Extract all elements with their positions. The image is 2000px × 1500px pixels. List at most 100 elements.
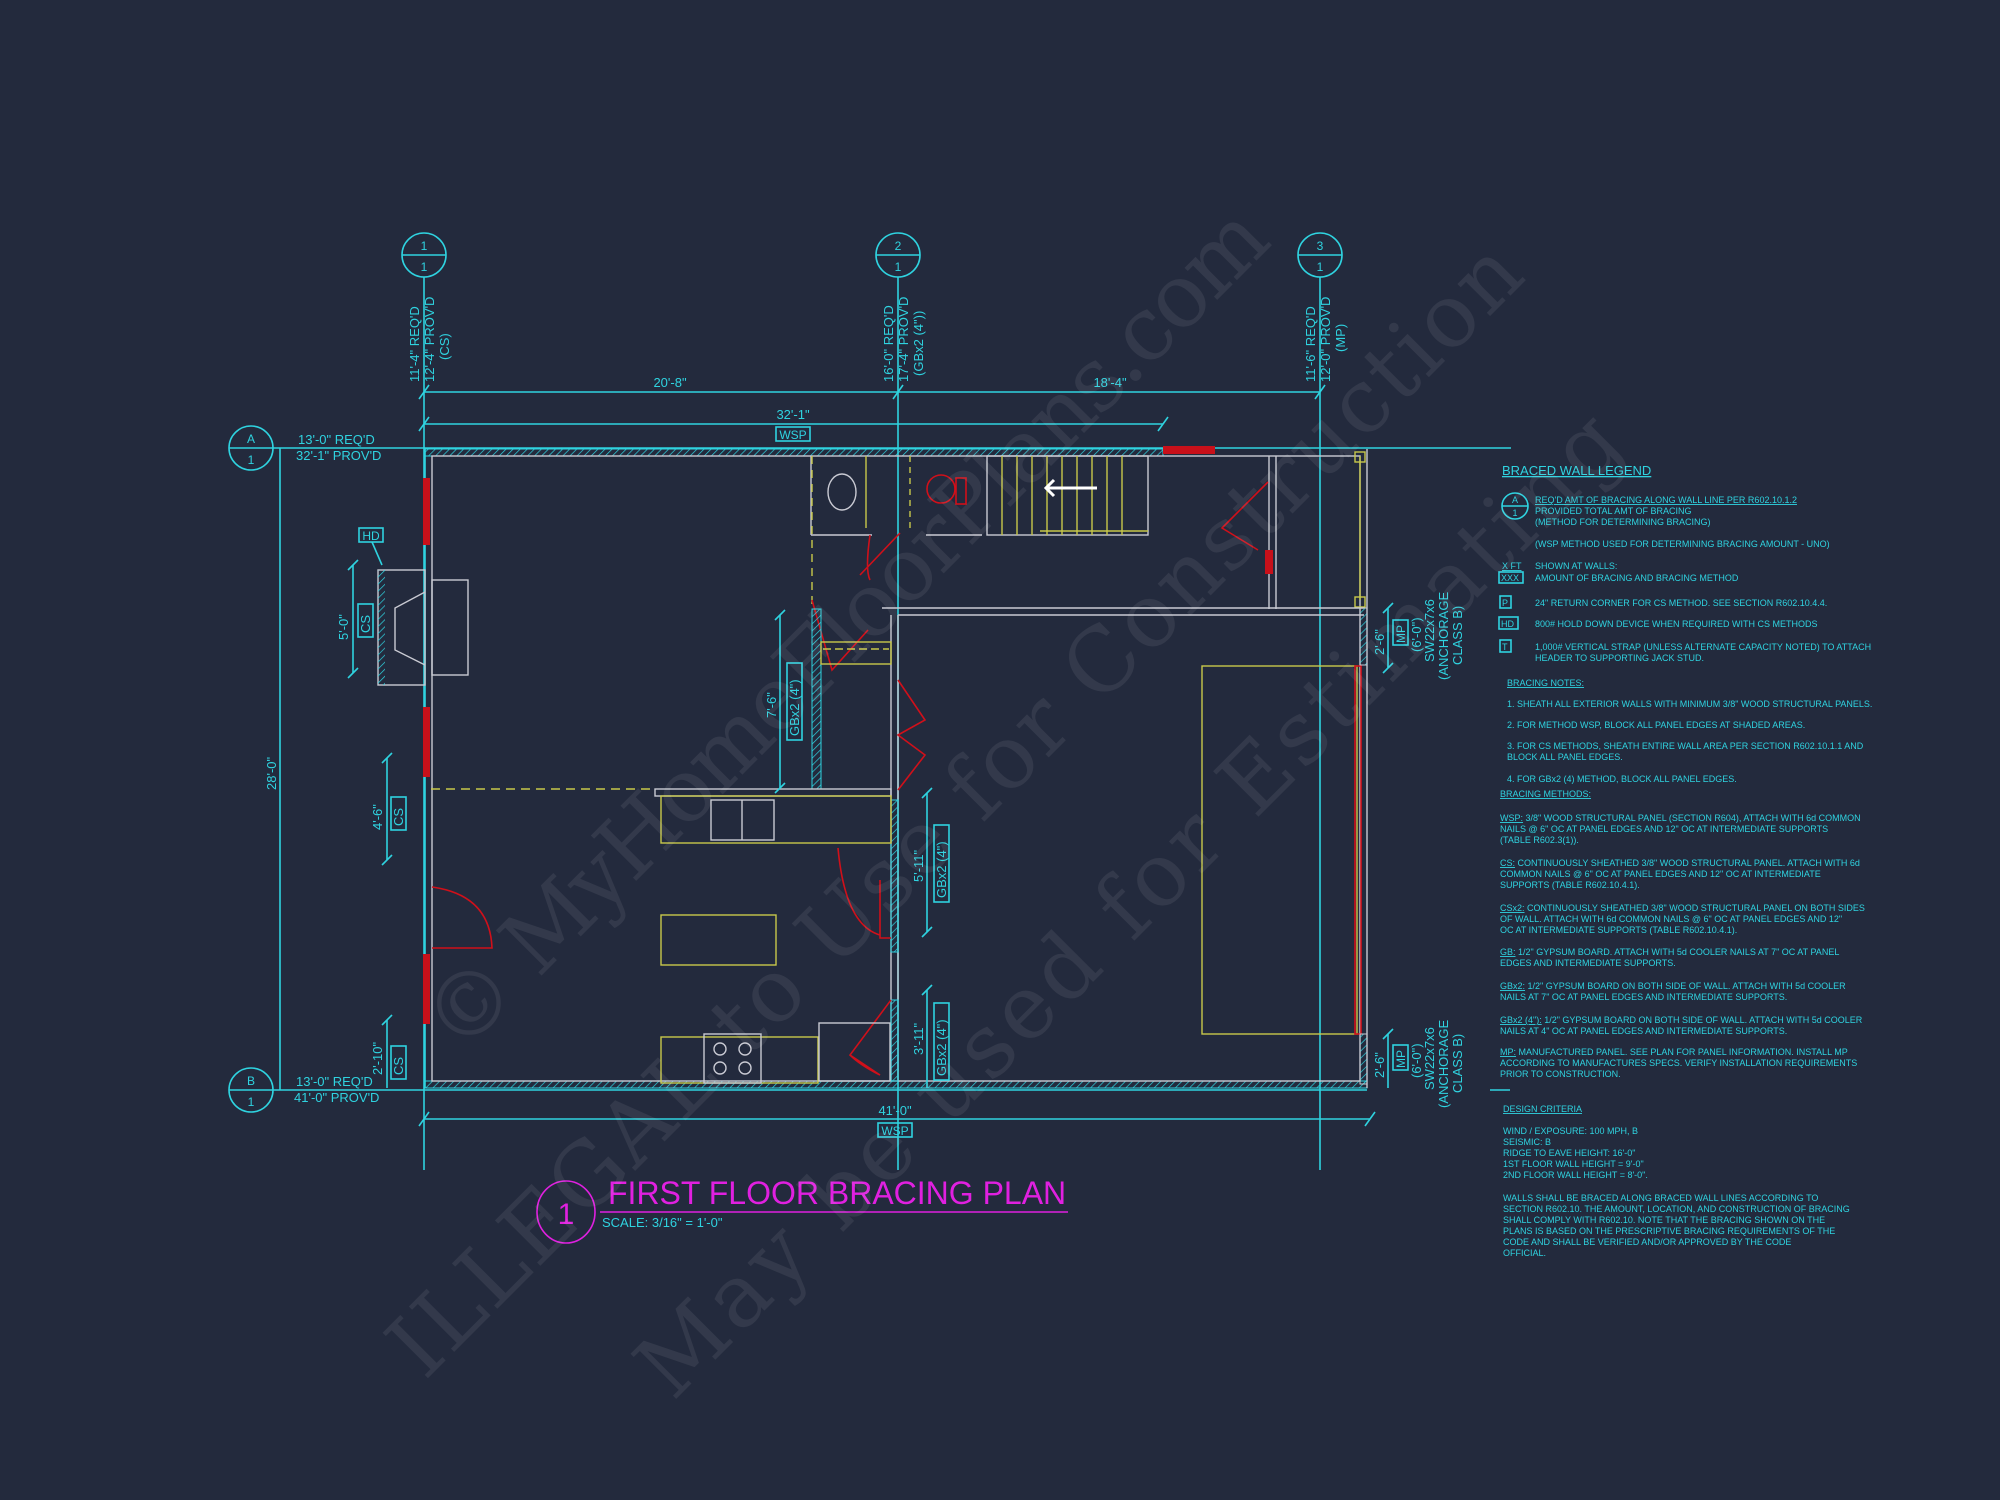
svg-text:SHOWN AT WALLS:: SHOWN AT WALLS: <box>1535 561 1617 571</box>
svg-text:MP: MANUFACTURED PANEL. SEE PL: MP: MANUFACTURED PANEL. SEE PLAN FOR PAN… <box>1500 1047 1848 1057</box>
braced-panel: 5'-11" GBx2 (4") <box>911 787 950 938</box>
svg-text:SEISMIC: B: SEISMIC: B <box>1503 1137 1551 1147</box>
method-text: CONTINUOUSLY SHEATHED 3/8" WOOD STRUCTUR… <box>1515 858 1860 868</box>
drawing-title: FIRST FLOOR BRACING PLAN <box>608 1175 1066 1211</box>
svg-text:WSP: 3/8" WOOD STRUCTURAL PANE: WSP: 3/8" WOOD STRUCTURAL PANEL (SECTION… <box>1500 813 1861 823</box>
svg-text:SECTION R602.10. THE AMOUNT, L: SECTION R602.10. THE AMOUNT, LOCATION, A… <box>1503 1204 1850 1214</box>
grid-id: 1 <box>421 239 428 253</box>
svg-text:CS: CS <box>391 1057 406 1075</box>
grid-method: (MP) <box>1333 324 1348 352</box>
grid-id: 3 <box>1317 239 1324 253</box>
svg-text:CSx2: CONTINUOUSLY SHEATHED 3/: CSx2: CONTINUOUSLY SHEATHED 3/8" WOOD ST… <box>1500 903 1865 913</box>
dim-top-left: 20'-8" <box>653 375 687 390</box>
grid-sheet: 1 <box>1317 260 1324 274</box>
svg-text:WALLS SHALL BE BRACED ALONG BR: WALLS SHALL BE BRACED ALONG BRACED WALL … <box>1503 1193 1818 1203</box>
svg-text:GBx2 (4"): GBx2 (4") <box>934 841 949 898</box>
svg-text:1: 1 <box>1512 508 1517 518</box>
method-text: 1/2" GYPSUM BOARD. ATTACH WITH 5d COOLER… <box>1516 947 1840 957</box>
method-code: GBx2 (4"): <box>1500 1015 1542 1025</box>
grid-req: 11'-4" REQ'D <box>407 306 422 382</box>
method-code: WSP: <box>1500 813 1523 823</box>
method-code: GB: <box>1500 947 1516 957</box>
fireplace <box>377 569 426 686</box>
method-text: CONTINUOUSLY SHEATHED 3/8" WOOD STRUCTUR… <box>1525 903 1865 913</box>
svg-text:BLOCK ALL PANEL EDGES.: BLOCK ALL PANEL EDGES. <box>1507 752 1623 762</box>
svg-text:COMMON NAILS @ 6" OC AT PANEL: COMMON NAILS @ 6" OC AT PANEL EDGES AND … <box>1500 869 1821 879</box>
braced-panel: 3'-11" GBx2 (4") <box>911 984 950 1088</box>
refrigerator <box>818 1022 891 1082</box>
svg-text:BRACING NOTES:: BRACING NOTES: <box>1507 678 1584 688</box>
svg-text:MP: MP <box>1394 1050 1408 1068</box>
svg-text:4. FOR GBx2 (4) METHOD, BLOCK: 4. FOR GBx2 (4) METHOD, BLOCK ALL PANEL … <box>1507 774 1737 784</box>
method-tag <box>775 426 811 442</box>
wall-line-b: B 1 13'-0" REQ'D 41'-0" PROV'D <box>228 1067 1367 1113</box>
watermark: © MyHomeFloorPlans.com ILLEGAL to Use fo… <box>366 185 1642 1417</box>
svg-text:OF WALL. ATTACH WITH 6d COMMON: OF WALL. ATTACH WITH 6d COMMON NAILS @ 6… <box>1500 914 1842 924</box>
method-code: CSx2: <box>1500 903 1525 913</box>
grid-sheet: 1 <box>421 260 428 274</box>
svg-text:CS: CONTINUOUSLY SHEATHED 3/8": CS: CONTINUOUSLY SHEATHED 3/8" WOOD STRU… <box>1500 858 1860 868</box>
grid-prov: 12'-0" PROV'D <box>1318 297 1333 382</box>
wall-line-req: 13'-0" REQ'D <box>298 432 375 447</box>
hold-down-tag: HD <box>358 527 384 566</box>
grid-id: 2 <box>895 239 902 253</box>
braced-wall-legend: BRACED WALL LEGEND A 1 REQ'D AMT OF BRAC… <box>1498 463 1871 663</box>
wall-line-id: A <box>247 432 255 446</box>
wall-line-id: B <box>247 1074 255 1088</box>
drawing-number: 1 <box>558 1198 575 1231</box>
svg-text:OFFICIAL.: OFFICIAL. <box>1503 1248 1546 1258</box>
svg-text:(ANCHORAGE: (ANCHORAGE <box>1436 592 1451 680</box>
method-text: 1/2" GYPSUM BOARD ON BOTH SIDE OF WALL. … <box>1525 981 1846 991</box>
svg-text:NAILS AT 4" OC AT PANEL EDGES: NAILS AT 4" OC AT PANEL EDGES AND INTERM… <box>1500 1026 1787 1036</box>
svg-text:GBx2: 1/2" GYPSUM BOARD ON BOT: GBx2: 1/2" GYPSUM BOARD ON BOTH SIDE OF … <box>1500 981 1846 991</box>
svg-text:5'-0": 5'-0" <box>336 614 351 640</box>
kitchen-island <box>660 914 777 966</box>
svg-text:(6'-0"): (6'-0") <box>1409 617 1424 652</box>
method-text: 3/8" WOOD STRUCTURAL PANEL (SECTION R604… <box>1523 813 1861 823</box>
svg-text:1. SHEATH ALL EXTERIOR WALLS W: 1. SHEATH ALL EXTERIOR WALLS WITH MINIMU… <box>1507 699 1872 709</box>
method-text: 1/2" GYPSUM BOARD ON BOTH SIDE OF WALL. … <box>1542 1015 1863 1025</box>
stair <box>986 455 1149 536</box>
dim-bottom-method: WSP <box>881 1124 908 1138</box>
svg-text:7'-6": 7'-6" <box>764 692 779 718</box>
svg-text:WIND / EXPOSURE: 100 MPH, B: WIND / EXPOSURE: 100 MPH, B <box>1503 1126 1638 1136</box>
svg-text:XXX: XXX <box>1501 573 1519 583</box>
braced-panel: 2'-10" CS <box>370 1014 407 1088</box>
svg-text:DESIGN CRITERIA: DESIGN CRITERIA <box>1503 1104 1582 1114</box>
svg-text:AMOUNT OF BRACING AND BRACING: AMOUNT OF BRACING AND BRACING METHOD <box>1535 573 1739 583</box>
grid-method: (GBx2 (4")) <box>911 311 926 376</box>
dim-bottom: 41'-0" <box>878 1103 912 1118</box>
braced-panel-mp: 2'-6" MP (6'-0") SW22x7x6 (ANCHORAGE CLA… <box>1372 592 1465 680</box>
svg-text:CLASS B): CLASS B) <box>1450 606 1465 665</box>
svg-text:PRIOR TO CONSTRUCTION.: PRIOR TO CONSTRUCTION. <box>1500 1069 1621 1079</box>
svg-text:OC AT INTERMEDIATE SUPPORTS (T: OC AT INTERMEDIATE SUPPORTS (TABLE R602.… <box>1500 925 1737 935</box>
svg-text:CS: CS <box>358 615 373 633</box>
svg-text:800# HOLD DOWN DEVICE WHEN REQ: 800# HOLD DOWN DEVICE WHEN REQUIRED WITH… <box>1535 619 1818 629</box>
svg-text:4'-6": 4'-6" <box>370 804 385 830</box>
svg-text:2'-6": 2'-6" <box>1372 1052 1387 1078</box>
svg-text:(TABLE R602.3(1)).: (TABLE R602.3(1)). <box>1500 835 1579 845</box>
svg-text:CS: CS <box>391 808 406 826</box>
method-code: CS: <box>1500 858 1515 868</box>
grid-method: (CS) <box>437 333 452 360</box>
braced-panel: 4'-6" CS <box>370 752 407 866</box>
svg-text:2ND FLOOR WALL HEIGHT = 8'-0".: 2ND FLOOR WALL HEIGHT = 8'-0". <box>1503 1170 1648 1180</box>
svg-text:BRACING METHODS:: BRACING METHODS: <box>1500 789 1591 799</box>
range-icon <box>703 1033 762 1084</box>
svg-text:T: T <box>1502 642 1508 652</box>
bracing-methods: BRACING METHODS: WSP: 3/8" WOOD STRUCTUR… <box>1490 789 1865 1091</box>
svg-text:(ANCHORAGE: (ANCHORAGE <box>1436 1020 1451 1108</box>
svg-text:24" RETURN CORNER FOR CS METHO: 24" RETURN CORNER FOR CS METHOD. SEE SEC… <box>1535 598 1827 608</box>
svg-text:2'-6": 2'-6" <box>1372 629 1387 655</box>
stair-direction-arrow-icon <box>1043 478 1097 498</box>
grid-sheet: 1 <box>895 260 902 274</box>
svg-text:3'-11": 3'-11" <box>911 1022 926 1055</box>
braced-panel: 5'-0" CS <box>336 559 374 679</box>
drawing-scale: SCALE: 3/16" = 1'-0" <box>602 1215 723 1230</box>
drawing-number-bubble <box>536 1180 596 1244</box>
braced-panel: 7'-6" GBx2 (4") <box>764 609 803 794</box>
svg-text:ACCORDING TO MANUFACTURES SPEC: ACCORDING TO MANUFACTURES SPECS. VERIFY … <box>1500 1058 1857 1068</box>
svg-text:5'-11": 5'-11" <box>911 849 926 882</box>
svg-text:GBx2 (4"): GBx2 (4") <box>787 679 802 736</box>
toilet-icon <box>926 474 956 504</box>
